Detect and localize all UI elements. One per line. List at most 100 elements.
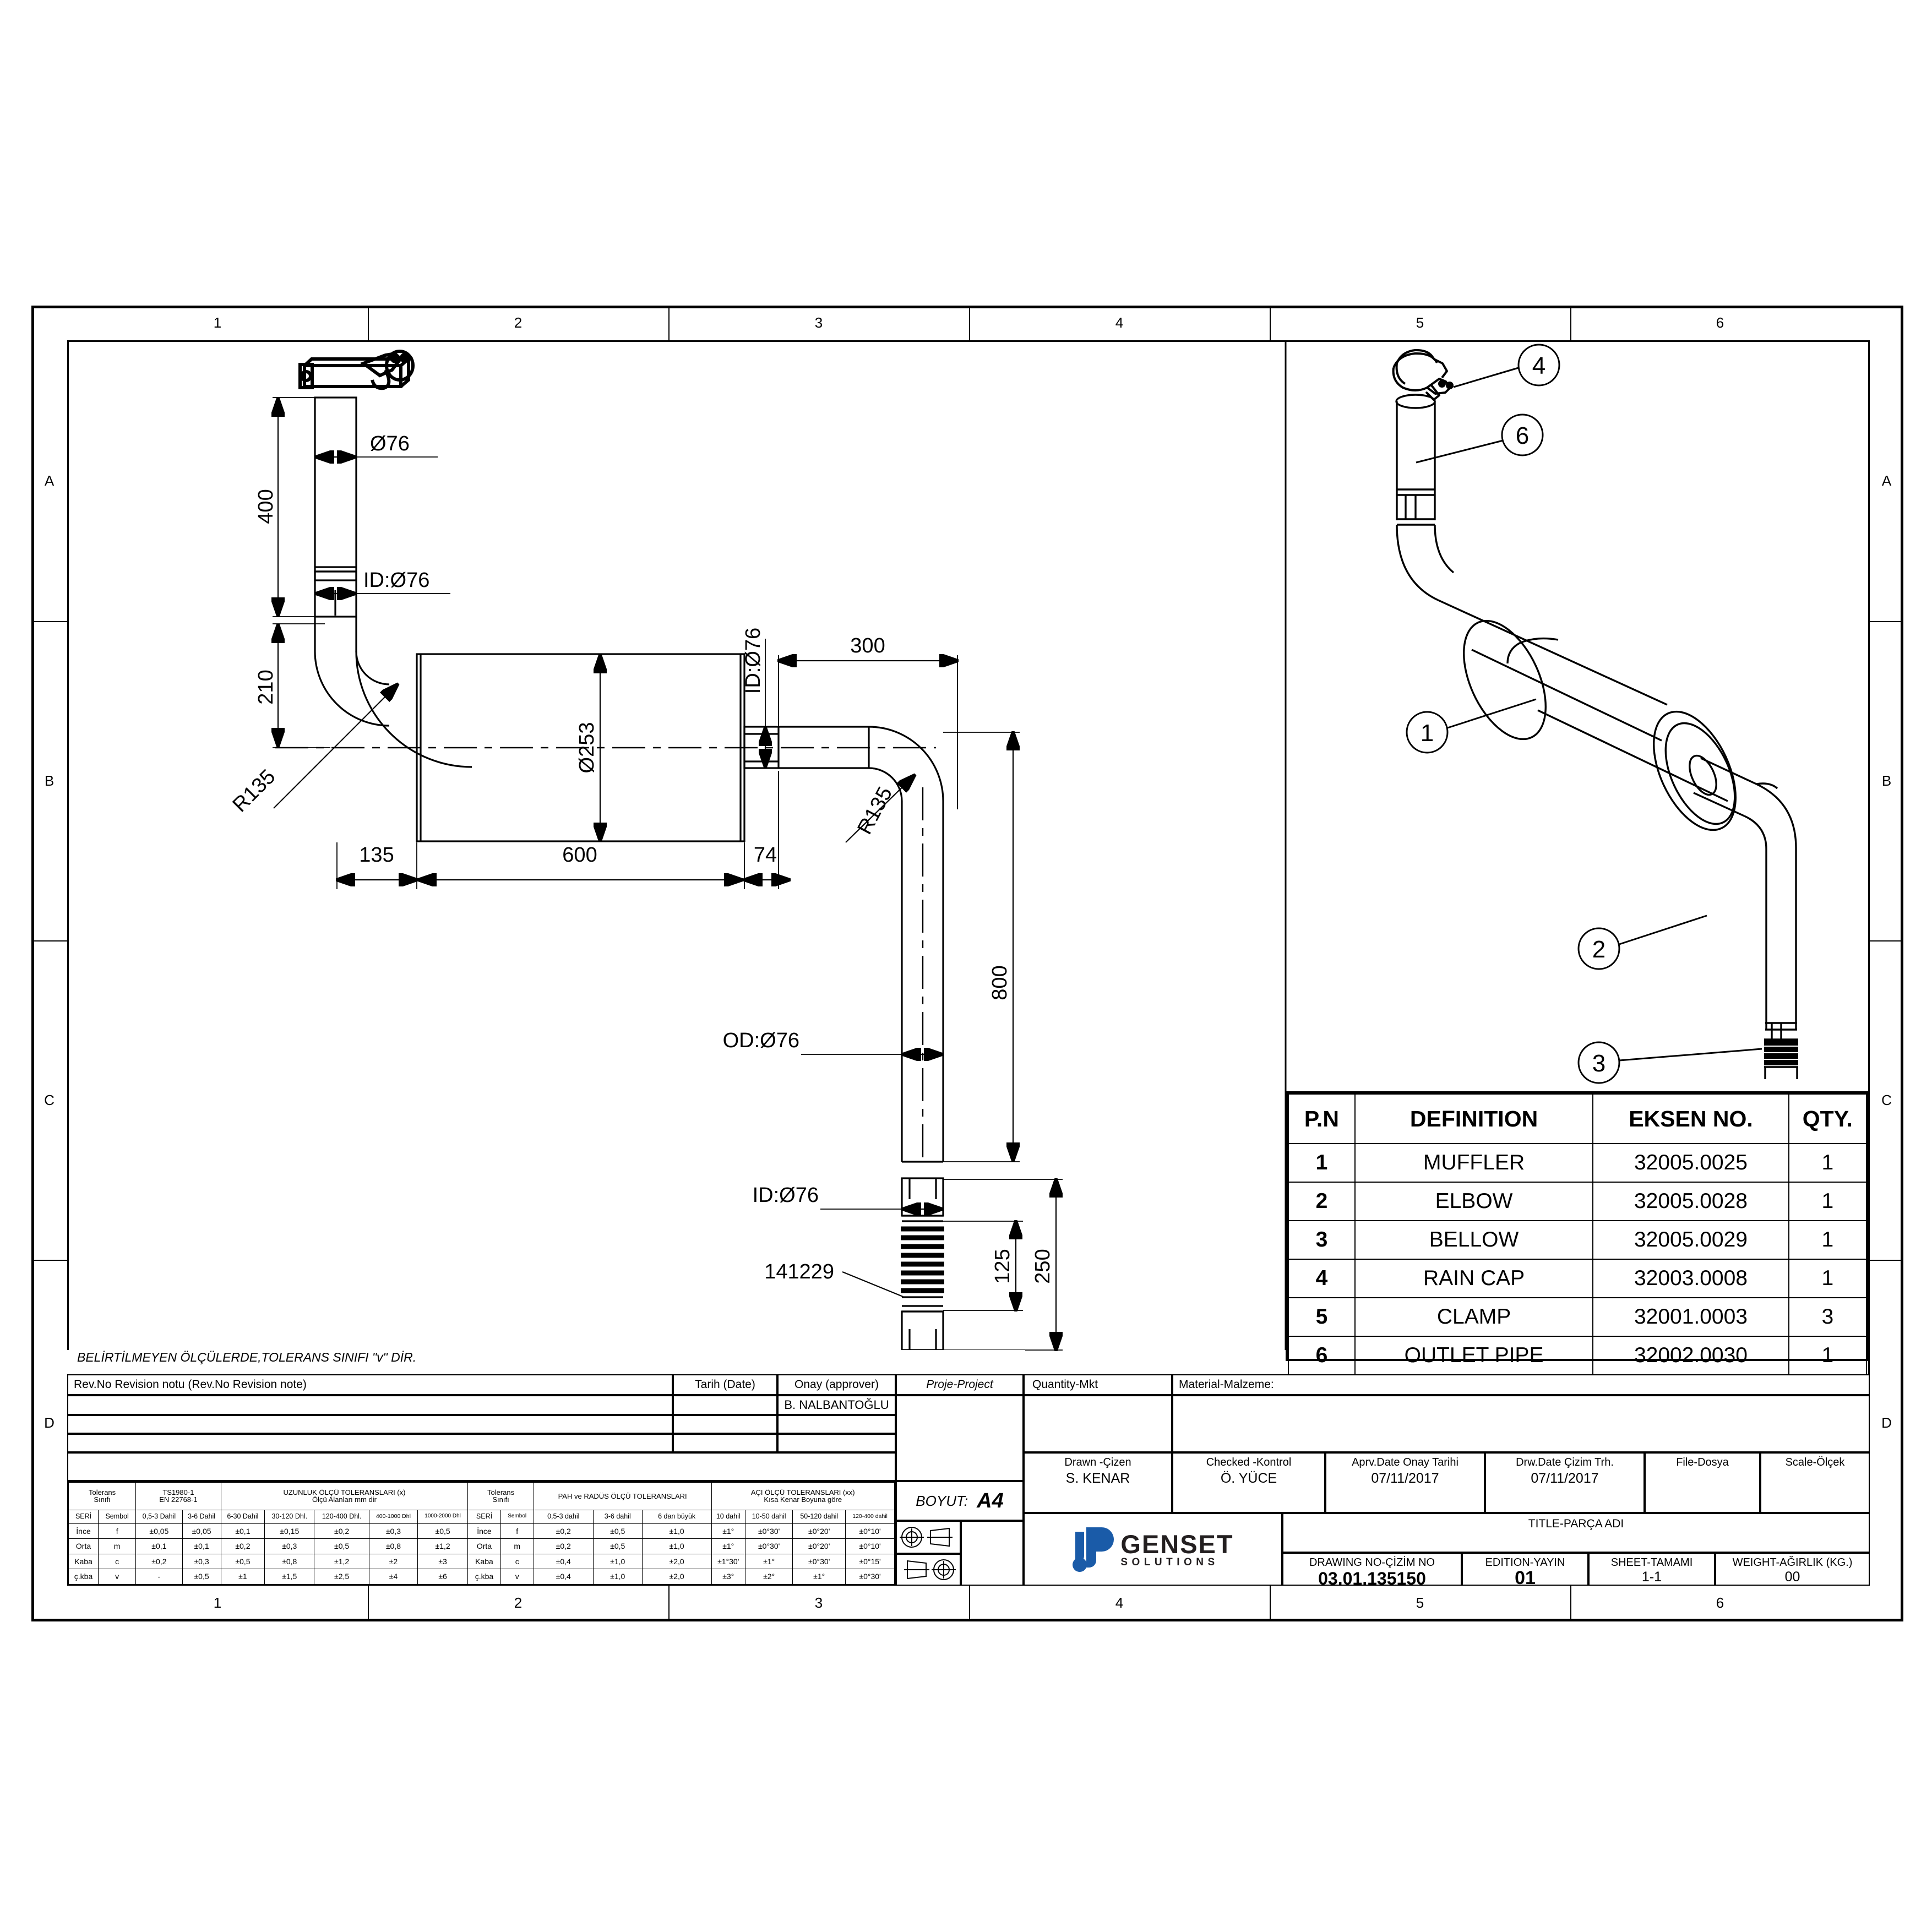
tol-v: ±0,5: [220, 1553, 265, 1570]
bom-cell-qty: 1: [1788, 1336, 1868, 1375]
tol-chamfer-title: PAH ve RADÜS ÖLÇÜ TOLERANSLARI: [533, 1482, 712, 1510]
tol-v: ±1,0: [641, 1523, 712, 1539]
zone-bottom-6: 6: [1570, 1586, 1870, 1620]
zone-left-b: B: [31, 621, 67, 941]
quantity-value[interactable]: [1024, 1395, 1172, 1452]
tol-v: ±0,5: [592, 1523, 643, 1539]
edition-cell: EDITION-YAYIN 01: [1462, 1553, 1588, 1588]
part-title-cell[interactable]: TITLE-PARÇA ADI: [1282, 1513, 1870, 1553]
revision-row-1-approver[interactable]: B. NALBANTOĞLU: [777, 1395, 896, 1415]
projection-symbol-third-angle: [896, 1554, 961, 1586]
first-angle-projection-icon: [900, 1527, 953, 1548]
tol-v: ±2°: [744, 1569, 793, 1585]
tol-sym: m: [500, 1538, 534, 1554]
revision-row-1-note[interactable]: [67, 1395, 673, 1415]
tol-v: ±0,15: [264, 1523, 315, 1539]
tol-v: ±1°: [711, 1538, 745, 1554]
tol-v: ±0,5: [182, 1569, 221, 1585]
tol-v: ±1°30': [711, 1553, 745, 1570]
tol-v: ±0°30': [744, 1523, 793, 1539]
bom-cell-eksen: 32005.0025: [1592, 1143, 1789, 1183]
zone-label: 5: [1416, 314, 1424, 331]
bom-header-definition: DEFINITION: [1354, 1093, 1594, 1144]
tol-range-l3: 6-30 Dahil: [220, 1509, 265, 1524]
bom-header-pn: P.N: [1288, 1093, 1356, 1144]
checked-by-cell: Checked -Kontrol Ö. YÜCE: [1172, 1452, 1325, 1513]
tol-v: ±0,3: [264, 1538, 315, 1554]
tol-v: ±0,1: [220, 1523, 265, 1539]
tol-v: ±2,0: [641, 1553, 712, 1570]
zone-label: 2: [514, 1594, 523, 1611]
revision-row-3-approver[interactable]: [777, 1434, 896, 1452]
revision-approver-header: Onay (approver): [777, 1374, 896, 1395]
zone-label: D: [1881, 1414, 1892, 1431]
tol-range-l1: 0,5-3 Dahil: [135, 1509, 183, 1524]
tol-v: ±0°20': [792, 1523, 846, 1539]
drawing-date-cell: Drw.Date Çizim Trh. 07/11/2017: [1485, 1452, 1645, 1513]
title-block: BELİRTİLMEYEN ÖLÇÜLERDE,TOLERANS SINIFI …: [67, 1350, 1870, 1588]
zone-label: 3: [814, 314, 823, 331]
zone-label: A: [44, 472, 55, 489]
sheet-count-cell: SHEET-TAMAMI 1-1: [1588, 1553, 1715, 1586]
tol-v: ±0,8: [368, 1538, 418, 1554]
zone-bottom-5: 5: [1270, 1586, 1571, 1620]
tol-range-a4: 120-400 dahil: [845, 1509, 895, 1524]
zone-label: 6: [1716, 1594, 1724, 1611]
revision-row-2-date[interactable]: [673, 1415, 777, 1434]
bom-cell-qty: 1: [1788, 1220, 1868, 1260]
revision-row-3-note[interactable]: [67, 1434, 673, 1452]
bom-cell-qty: 3: [1788, 1297, 1868, 1337]
tol-name: İnce: [467, 1523, 501, 1539]
bom-cell-eksen: 32005.0029: [1592, 1220, 1789, 1260]
revision-row-2-approver[interactable]: [777, 1415, 896, 1434]
material-value[interactable]: [1172, 1395, 1870, 1452]
bom-cell-pn: 6: [1288, 1336, 1356, 1375]
table-row: 6 OUTLET PIPE 32002.0030 1: [1288, 1336, 1868, 1375]
bom-cell-eksen: 32005.0028: [1592, 1182, 1789, 1221]
tol-name: ç.kba: [467, 1569, 501, 1585]
tol-v: ±0,2: [135, 1553, 183, 1570]
table-row: 5 CLAMP 32001.0003 3: [1288, 1297, 1868, 1337]
revision-header: Rev.No Revision notu (Rev.No Revision no…: [67, 1374, 673, 1395]
tol-v: ±0,1: [182, 1538, 221, 1554]
tol-sym: c: [98, 1553, 137, 1570]
bom-cell-definition: RAIN CAP: [1354, 1259, 1594, 1298]
zone-label: B: [1881, 772, 1892, 789]
tol-range-a3: 50-120 dahil: [792, 1509, 846, 1524]
tol-v: ±0,3: [182, 1553, 221, 1570]
project-value[interactable]: [896, 1395, 1024, 1481]
tol-v: ±3: [417, 1553, 469, 1570]
bom-cell-pn: 4: [1288, 1259, 1356, 1298]
revision-spare-row[interactable]: [67, 1452, 896, 1481]
zone-right-d: D: [1870, 1260, 1903, 1586]
tol-v: ±1,0: [592, 1553, 643, 1570]
revision-row-2-note[interactable]: [67, 1415, 673, 1434]
bom-header-row: P.N DEFINITION EKSEN NO. QTY.: [1288, 1093, 1868, 1144]
tol-length-title: UZUNLUK ÖLÇÜ TOLERANSLARI (x)Ölçü Alanla…: [220, 1482, 469, 1510]
zone-top-3: 3: [668, 306, 970, 340]
zone-label: 4: [1115, 1594, 1124, 1611]
zone-top-2: 2: [368, 306, 670, 340]
tol-v: ±0,2: [220, 1538, 265, 1554]
zone-label: A: [1881, 472, 1892, 489]
bom-cell-definition: BELLOW: [1354, 1220, 1594, 1260]
tol-name: Orta: [68, 1538, 99, 1554]
tol-v: ±2,5: [314, 1569, 369, 1585]
bom-cell-eksen: 32002.0030: [1592, 1336, 1789, 1375]
tol-range-l2: 3-6 Dahil: [182, 1509, 221, 1524]
revision-row-3-date[interactable]: [673, 1434, 777, 1452]
tol-v: ±4: [368, 1569, 418, 1585]
revision-row-1-date[interactable]: [673, 1395, 777, 1415]
tol-range-a2: 10-50 dahil: [744, 1509, 793, 1524]
bom-cell-pn: 2: [1288, 1182, 1356, 1221]
approval-date-cell: Aprv.Date Onay Tarihi 07/11/2017: [1325, 1452, 1485, 1513]
zone-bottom-4: 4: [969, 1586, 1271, 1620]
tol-sym: c: [500, 1553, 534, 1570]
tol-range-l6: 400-1000 Dhl: [368, 1509, 418, 1524]
tol-col-seri-left: SERİ: [68, 1509, 99, 1524]
